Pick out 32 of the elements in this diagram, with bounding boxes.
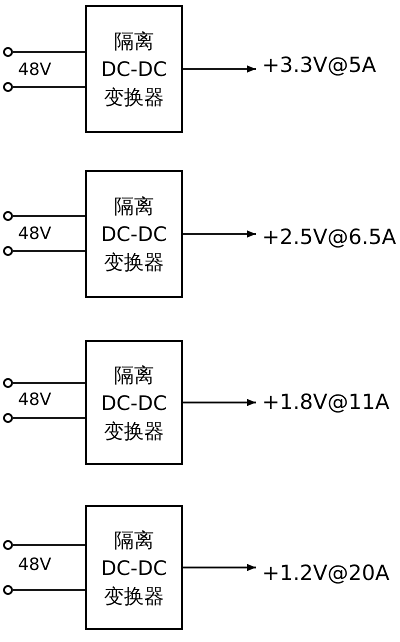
wire bbox=[13, 86, 85, 88]
output-label: +2.5V@6.5A bbox=[262, 224, 397, 250]
terminal-circle bbox=[3, 378, 13, 388]
output-label: +1.2V@20A bbox=[262, 560, 397, 586]
terminal-circle bbox=[3, 47, 13, 57]
converter-box: 隔离 DC-DC 变换器 bbox=[85, 5, 183, 133]
wire bbox=[13, 544, 85, 546]
arrow bbox=[183, 65, 256, 73]
terminal-circle bbox=[3, 82, 13, 92]
terminal-circle bbox=[3, 540, 13, 550]
terminal-circle bbox=[3, 413, 13, 423]
converter-box: 隔离 DC-DC 变换器 bbox=[85, 505, 183, 630]
voltage-label: 48V bbox=[18, 224, 52, 244]
output-label: +3.3V@5A bbox=[262, 52, 397, 78]
terminal-circle bbox=[3, 585, 13, 595]
arrow bbox=[183, 230, 256, 238]
output-label: +1.8V@11A bbox=[262, 389, 397, 415]
voltage-label: 48V bbox=[18, 555, 52, 575]
wire bbox=[13, 215, 85, 217]
wire bbox=[13, 382, 85, 384]
wire bbox=[13, 417, 85, 419]
arrow bbox=[183, 564, 256, 572]
wire bbox=[13, 589, 85, 591]
terminal-circle bbox=[3, 211, 13, 221]
voltage-label: 48V bbox=[18, 390, 52, 410]
wire bbox=[13, 250, 85, 252]
converter-box: 隔离 DC-DC 变换器 bbox=[85, 170, 183, 298]
converter-box: 隔离 DC-DC 变换器 bbox=[85, 340, 183, 465]
wire bbox=[13, 51, 85, 53]
terminal-circle bbox=[3, 246, 13, 256]
voltage-label: 48V bbox=[18, 60, 52, 80]
arrow bbox=[183, 398, 256, 406]
